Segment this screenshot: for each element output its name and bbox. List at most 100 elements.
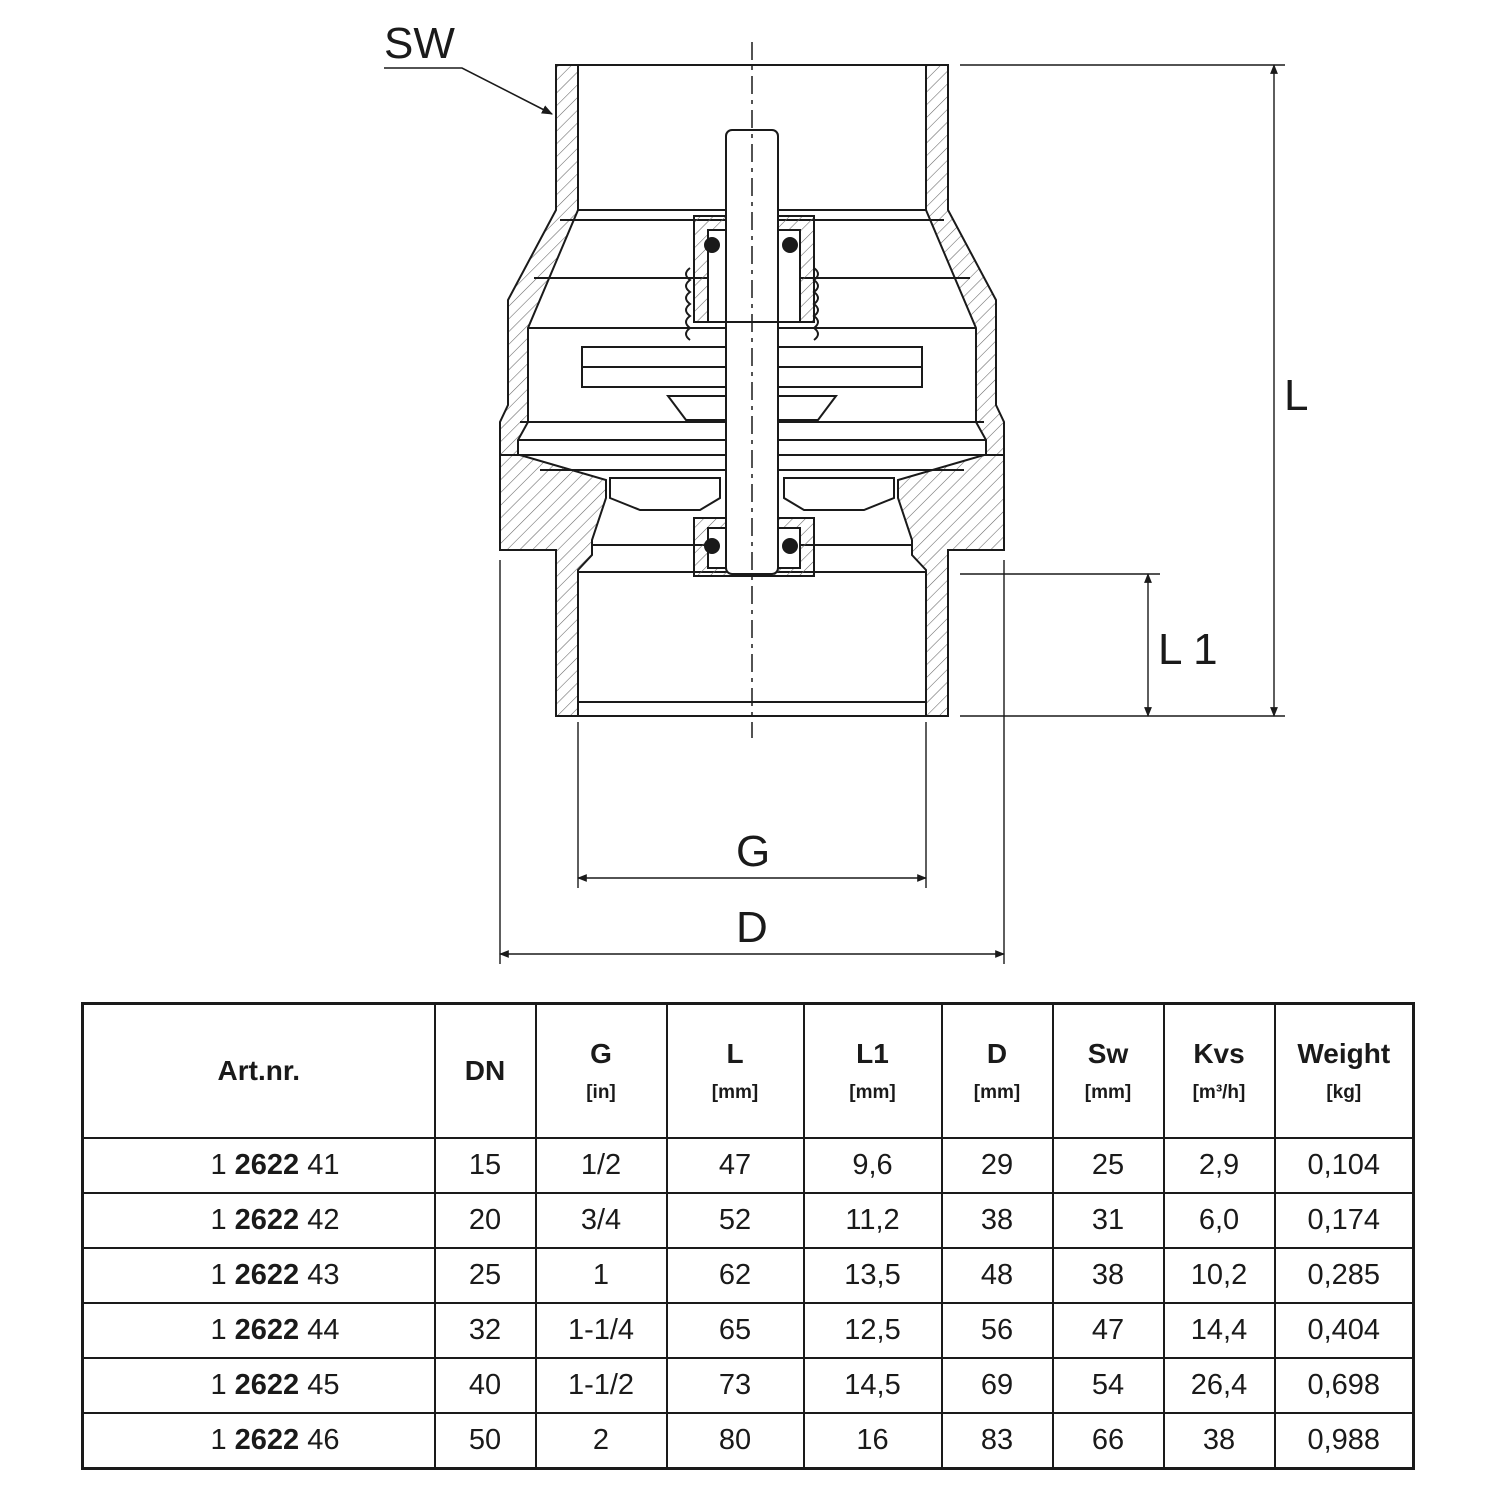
art-nr-prefix: 1 bbox=[210, 1259, 227, 1291]
spring bbox=[685, 267, 819, 341]
cell-d: 48 bbox=[940, 1247, 1054, 1304]
cell-l1: 12,5 bbox=[802, 1302, 943, 1359]
cell-g: 2 bbox=[534, 1412, 668, 1470]
cell-l: 62 bbox=[665, 1247, 805, 1304]
art-nr-suffix: 41 bbox=[307, 1149, 340, 1181]
cell-d: 38 bbox=[940, 1192, 1054, 1249]
l-dimension bbox=[960, 64, 1285, 717]
header-d: D[mm] bbox=[940, 1002, 1054, 1139]
art-nr-bold: 2622 bbox=[234, 1149, 300, 1181]
o-ring-bottom-left bbox=[704, 538, 720, 554]
header-g: G[in] bbox=[534, 1002, 668, 1139]
art-nr-prefix: 1 bbox=[210, 1314, 227, 1346]
o-ring-top-right bbox=[782, 237, 798, 253]
header-weight: Weight[kg] bbox=[1273, 1002, 1415, 1139]
cell-art-nr: 1 2622 46 bbox=[81, 1412, 436, 1470]
art-nr-bold: 2622 bbox=[234, 1314, 300, 1346]
art-nr-prefix: 1 bbox=[210, 1424, 227, 1456]
art-nr-suffix: 44 bbox=[307, 1314, 340, 1346]
upper-body-right-wall bbox=[925, 64, 1005, 456]
cell-art-nr: 1 2622 43 bbox=[81, 1247, 436, 1304]
art-nr-bold: 2622 bbox=[234, 1259, 300, 1291]
lower-body-left bbox=[499, 454, 607, 717]
cell-weight: 0,988 bbox=[1273, 1412, 1415, 1470]
l1-dimension bbox=[960, 573, 1160, 717]
cell-kvs: 10,2 bbox=[1162, 1247, 1276, 1304]
cell-l1: 13,5 bbox=[802, 1247, 943, 1304]
art-nr-bold: 2622 bbox=[234, 1204, 300, 1236]
cell-weight: 0,698 bbox=[1273, 1357, 1415, 1414]
cell-weight: 0,174 bbox=[1273, 1192, 1415, 1249]
cell-l1: 11,2 bbox=[802, 1192, 943, 1249]
cell-dn: 50 bbox=[433, 1412, 537, 1470]
art-nr-prefix: 1 bbox=[210, 1204, 227, 1236]
l-label: L bbox=[1284, 371, 1308, 420]
cell-dn: 25 bbox=[433, 1247, 537, 1304]
art-nr-suffix: 43 bbox=[307, 1259, 340, 1291]
cell-l1: 14,5 bbox=[802, 1357, 943, 1414]
cell-dn: 40 bbox=[433, 1357, 537, 1414]
header-l1: L1[mm] bbox=[802, 1002, 943, 1139]
cell-sw: 66 bbox=[1051, 1412, 1165, 1470]
header-art-nr: Art.nr. bbox=[81, 1002, 436, 1139]
upper-body-left-wall bbox=[499, 64, 579, 456]
cell-dn: 32 bbox=[433, 1302, 537, 1359]
cell-d: 56 bbox=[940, 1302, 1054, 1359]
l1-label: L 1 bbox=[1158, 625, 1218, 674]
sw-dimension bbox=[384, 67, 553, 115]
cell-g: 1 bbox=[534, 1247, 668, 1304]
cell-d: 83 bbox=[940, 1412, 1054, 1470]
lower-body-right bbox=[897, 454, 1005, 717]
d-dimension bbox=[499, 560, 1005, 964]
cell-kvs: 2,9 bbox=[1162, 1137, 1276, 1194]
cell-g: 3/4 bbox=[534, 1192, 668, 1249]
valve-cross-section-drawing: SW L L 1 G D bbox=[384, 19, 1308, 964]
cell-art-nr: 1 2622 42 bbox=[81, 1192, 436, 1249]
art-nr-prefix: 1 bbox=[210, 1149, 227, 1181]
cell-sw: 54 bbox=[1051, 1357, 1165, 1414]
cell-weight: 0,104 bbox=[1273, 1137, 1415, 1194]
cell-weight: 0,285 bbox=[1273, 1247, 1415, 1304]
cell-l: 73 bbox=[665, 1357, 805, 1414]
art-nr-suffix: 46 bbox=[307, 1424, 340, 1456]
cell-l1: 16 bbox=[802, 1412, 943, 1470]
valve-seat bbox=[609, 477, 721, 511]
cell-dn: 15 bbox=[433, 1137, 537, 1194]
header-kvs: Kvs[m³/h] bbox=[1162, 1002, 1276, 1139]
cell-sw: 31 bbox=[1051, 1192, 1165, 1249]
cell-kvs: 6,0 bbox=[1162, 1192, 1276, 1249]
art-nr-bold: 2622 bbox=[234, 1369, 300, 1401]
cell-weight: 0,404 bbox=[1273, 1302, 1415, 1359]
g-label: G bbox=[736, 827, 770, 876]
header-l: L[mm] bbox=[665, 1002, 805, 1139]
cell-l: 65 bbox=[665, 1302, 805, 1359]
art-nr-bold: 2622 bbox=[234, 1424, 300, 1456]
cell-g: 1/2 bbox=[534, 1137, 668, 1194]
sw-label: SW bbox=[384, 19, 455, 68]
g-dimension bbox=[577, 722, 927, 888]
cell-art-nr: 1 2622 44 bbox=[81, 1302, 436, 1359]
cell-sw: 47 bbox=[1051, 1302, 1165, 1359]
art-nr-suffix: 42 bbox=[307, 1204, 340, 1236]
specification-table: Art.nr. DN G[in] L[mm] L1[mm] D[mm] Sw[m… bbox=[81, 1002, 1415, 1470]
cell-sw: 25 bbox=[1051, 1137, 1165, 1194]
table-header-row: Art.nr. DN G[in] L[mm] L1[mm] D[mm] Sw[m… bbox=[81, 1002, 1415, 1139]
art-nr-suffix: 45 bbox=[307, 1369, 340, 1401]
cell-g: 1-1/2 bbox=[534, 1357, 668, 1414]
cell-art-nr: 1 2622 41 bbox=[81, 1137, 436, 1194]
cell-kvs: 26,4 bbox=[1162, 1357, 1276, 1414]
cell-l1: 9,6 bbox=[802, 1137, 943, 1194]
cell-l: 80 bbox=[665, 1412, 805, 1470]
cell-dn: 20 bbox=[433, 1192, 537, 1249]
d-label: D bbox=[736, 903, 768, 952]
cell-sw: 38 bbox=[1051, 1247, 1165, 1304]
cell-art-nr: 1 2622 45 bbox=[81, 1357, 436, 1414]
o-ring-top-left bbox=[704, 237, 720, 253]
cell-kvs: 38 bbox=[1162, 1412, 1276, 1470]
